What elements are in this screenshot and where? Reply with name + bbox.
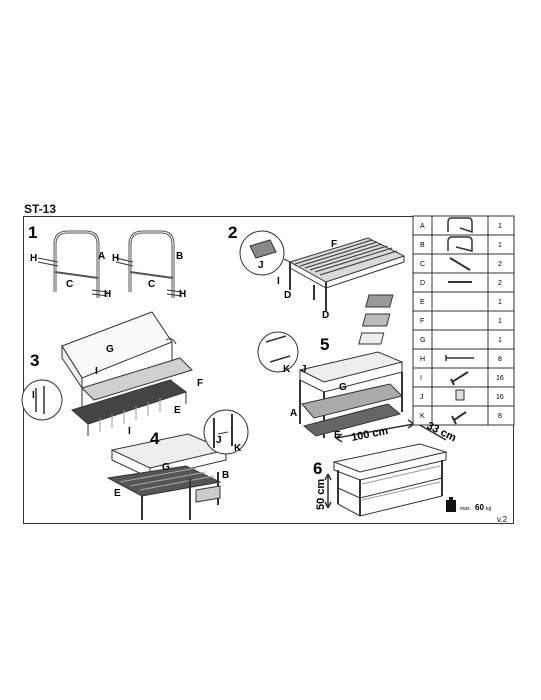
step-number: 4 [150, 429, 160, 448]
part-label: E [174, 405, 181, 416]
part-label: B [176, 251, 183, 262]
long-screw-icon [445, 355, 474, 361]
frame-a-icon [447, 217, 473, 234]
key-icon [451, 411, 467, 425]
part-label: H [179, 289, 186, 300]
load-prefix: max. [460, 506, 471, 512]
part-label: I [277, 276, 280, 287]
part-label: I [95, 366, 98, 377]
load-unit: kg [486, 506, 492, 512]
part-qty: 16 [496, 394, 504, 401]
part-id: C [420, 261, 425, 268]
step-number: 6 [313, 459, 322, 478]
part-label: C [148, 279, 155, 290]
length-dimension: 100 cm [350, 425, 389, 444]
part-label: I [32, 390, 35, 401]
frame-b-icon [447, 236, 473, 252]
part-label: F [331, 239, 337, 250]
part-id: B [420, 242, 425, 249]
part-id: D [420, 280, 425, 287]
step4-drawing [106, 409, 249, 520]
step-number: 1 [28, 223, 37, 242]
part-qty: 1 [498, 337, 502, 344]
step-number: 2 [228, 223, 237, 242]
part-label: C [66, 279, 73, 290]
part-id: G [420, 337, 425, 344]
part-qty: 2 [498, 280, 502, 287]
step6-drawing [324, 419, 448, 517]
part-id: I [420, 375, 422, 382]
part-qty: 1 [498, 242, 502, 249]
load-value: 60 [475, 503, 484, 512]
part-label: K [283, 364, 291, 375]
part-label: E [114, 488, 121, 499]
part-label: G [162, 462, 170, 473]
part-label: J [301, 364, 307, 375]
nut-icon [455, 389, 465, 401]
part-id: J [420, 394, 424, 401]
version-label: v.2 [497, 515, 508, 524]
shelf-e-icon [365, 294, 394, 308]
parts-table: A 1 B 1 C 2 D 2 E 1 F 1 G 1 H 8 I 16 J 1… [420, 223, 504, 420]
bar-c-icon [449, 257, 471, 271]
shelf-f-icon [362, 313, 391, 327]
step-number: 3 [30, 351, 39, 370]
part-qty: 1 [498, 318, 502, 325]
part-qty: 16 [496, 375, 504, 382]
height-dimension: 50 cm [315, 479, 327, 510]
part-qty: 1 [498, 299, 502, 306]
part-qty: 2 [498, 261, 502, 268]
cushion-g-icon [358, 332, 385, 345]
step1-drawing [37, 230, 183, 298]
part-id: E [420, 299, 425, 306]
part-id: F [420, 318, 424, 325]
part-id: A [420, 223, 425, 230]
part-label: J [216, 435, 222, 446]
part-label: D [284, 290, 291, 301]
part-qty: 1 [498, 223, 502, 230]
part-label: K [234, 443, 242, 454]
part-label: G [339, 382, 347, 393]
part-qty: 8 [498, 413, 502, 420]
part-id: K [420, 413, 425, 420]
part-label: F [197, 378, 203, 389]
part-label: E [334, 430, 341, 441]
step2-drawing [239, 230, 406, 312]
part-label: I [128, 426, 131, 437]
part-label: G [106, 344, 114, 355]
screw-icon [450, 371, 469, 386]
step-number: 5 [320, 335, 329, 354]
part-label: A [98, 251, 105, 262]
part-qty: 8 [498, 356, 502, 363]
part-label: H [112, 253, 119, 264]
step3-drawing [21, 311, 193, 436]
part-label: B [222, 470, 229, 481]
part-id: H [420, 356, 425, 363]
part-label: J [258, 260, 264, 271]
step5-drawing [257, 331, 404, 438]
part-label: A [290, 408, 297, 419]
part-label: D [322, 310, 329, 321]
part-label: H [30, 253, 37, 264]
model-title: ST-13 [24, 202, 57, 216]
part-label: H [104, 289, 111, 300]
weight-icon [446, 497, 456, 512]
